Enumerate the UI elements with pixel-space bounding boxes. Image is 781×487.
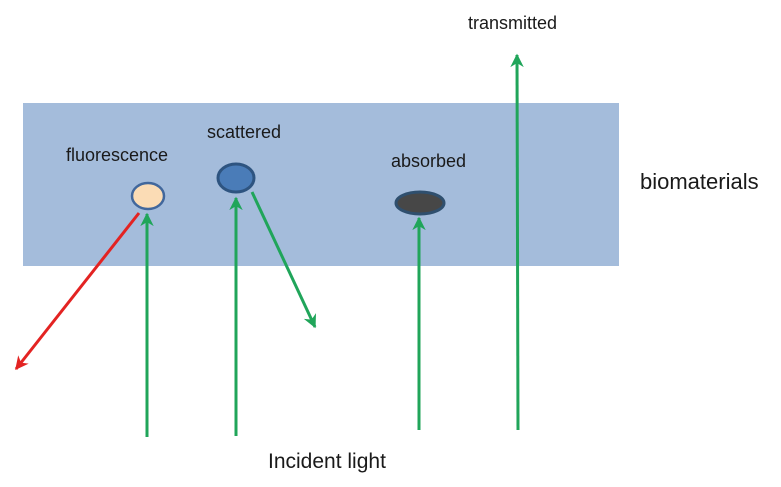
- biomaterial-slab: [23, 103, 619, 266]
- label-fluorescence: fluorescence: [66, 145, 169, 165]
- label-absorbed: absorbed: [391, 151, 467, 171]
- scattered-out-arrow: [250, 191, 317, 329]
- scattered-particle: [216, 162, 256, 194]
- label-biomaterials: biomaterials: [640, 169, 759, 194]
- fluorescence-emission-arrow: [14, 212, 141, 371]
- label-incident-light: Incident light: [268, 450, 386, 473]
- label-scattered: scattered: [207, 122, 282, 142]
- label-transmitted: transmitted: [468, 13, 558, 33]
- transmitted-arrow: [510, 53, 524, 431]
- absorbed-particle: [394, 190, 446, 216]
- fluorescence-particle: [130, 181, 166, 211]
